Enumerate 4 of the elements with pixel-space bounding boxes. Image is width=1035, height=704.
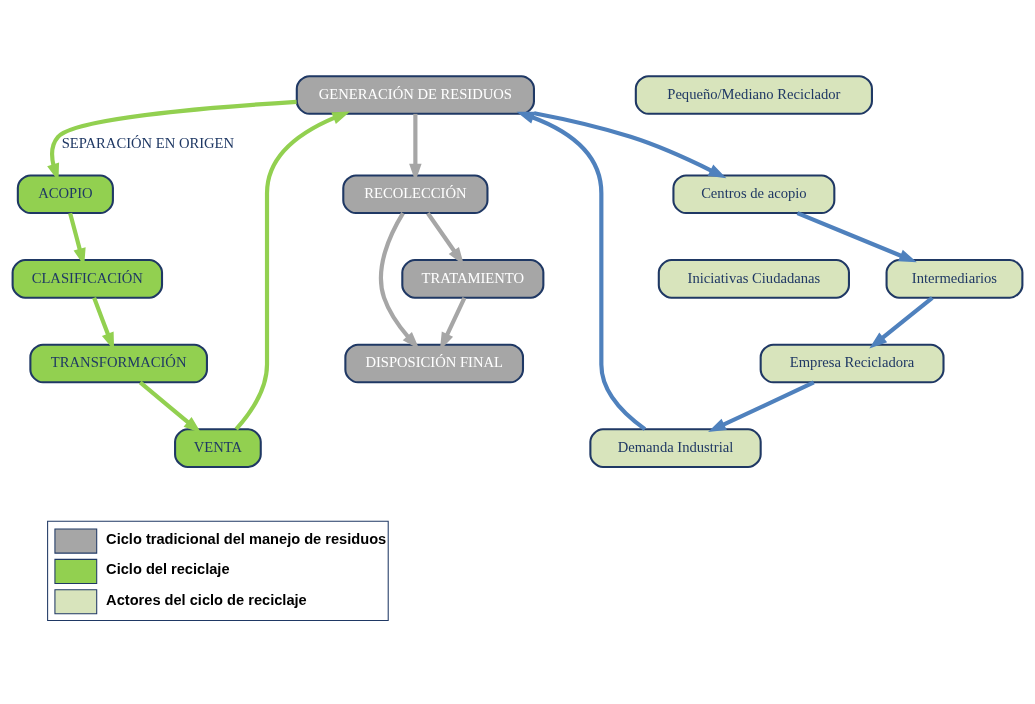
- legend-label: Ciclo del reciclaje: [106, 561, 230, 578]
- edge-label: SEPARACIÓN EN ORIGEN: [61, 135, 235, 152]
- legend-label: Actores del ciclo de reciclaje: [106, 591, 307, 608]
- legend-label: Ciclo tradicional del manejo de residuos: [106, 530, 387, 547]
